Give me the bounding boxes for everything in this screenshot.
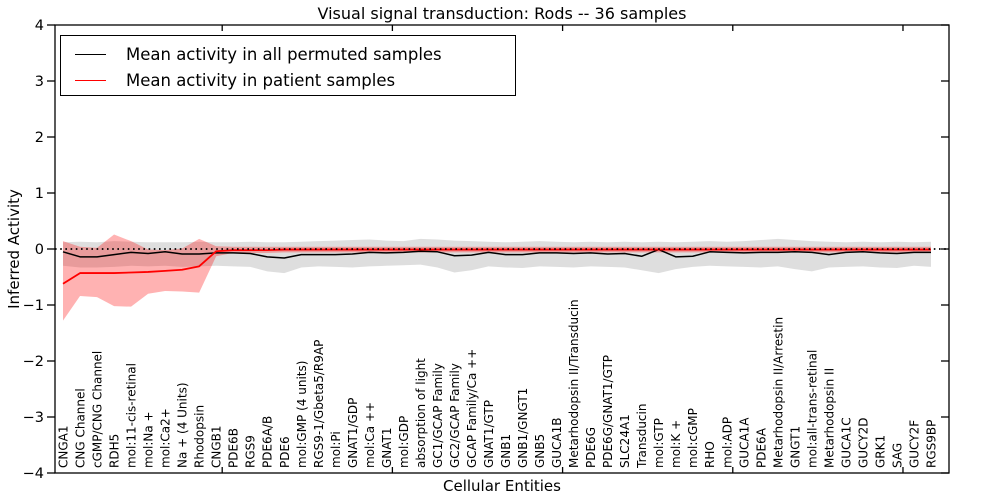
x-category-label: PDE6A/B (261, 416, 275, 468)
permuted-confidence-band (63, 238, 931, 274)
x-category-label: mol:all-trans-retinal (805, 350, 819, 468)
x-category-label: GRK1 (873, 435, 887, 468)
x-category-label: mol:GMP (4 units) (295, 361, 309, 468)
patient-confidence-band (63, 234, 931, 321)
x-category-label: mol:cGMP (686, 408, 700, 468)
legend-label-permuted: Mean activity in all permuted samples (126, 45, 442, 64)
y-tick-label: −4 (23, 466, 44, 482)
y-tick-label: 3 (35, 74, 44, 90)
x-category-label: Rhodopsin (193, 405, 207, 468)
x-category-label: CNG Channel (74, 388, 88, 468)
patient-line-swatch (75, 80, 106, 81)
permuted-line-swatch (75, 54, 106, 55)
y-tick-label: 2 (35, 130, 44, 146)
x-category-label: Metarhodopsin II (822, 368, 836, 468)
x-category-label: mol:Ca2+ (159, 408, 173, 468)
x-category-label: cGMP/CNG Channel (91, 351, 105, 468)
x-category-label: mol:Pi (329, 431, 343, 468)
x-category-label: GCAP Family/Ca ++ (465, 349, 479, 468)
legend-entry-patient: Mean activity in patient samples (61, 68, 515, 93)
x-category-label: GNAT1 (380, 427, 394, 468)
x-category-label: PDE6G/GNAT1/GTP (601, 355, 615, 468)
x-category-label: Metarhodopsin II/Transducin (567, 299, 581, 468)
x-category-label: GNB1 (499, 434, 513, 468)
permuted-mean-line (62, 248, 931, 259)
x-category-label: mol:GTP (652, 418, 666, 468)
x-category-label: PDE6G (584, 427, 598, 468)
x-category-label: mol:K + (669, 420, 683, 468)
x-category-label: RGS9 (244, 435, 258, 468)
x-category-label: CNGA1 (57, 426, 71, 469)
x-category-label: mol:Ca ++ (363, 402, 377, 468)
x-category-label: GC2/GCAP Family (448, 363, 462, 468)
y-tick-label: 4 (35, 18, 44, 34)
x-category-label: GNB1/GNGT1 (516, 388, 530, 468)
x-category-label: absorption of light (414, 358, 428, 468)
x-category-label: GNGT1 (788, 426, 802, 468)
x-category-label: GC1/GCAP Family (431, 363, 445, 468)
y-axis-label: Inferred Activity (5, 189, 23, 309)
x-category-label: GUCY2F (907, 420, 921, 468)
y-tick-label: −1 (23, 298, 44, 314)
x-axis-label: Cellular Entities (443, 477, 561, 495)
x-category-label: RGS9BP (925, 420, 939, 468)
x-category-label: GUCA1A (737, 417, 751, 468)
x-category-label: mol:GDP (397, 416, 411, 468)
y-tick-label: −3 (23, 410, 44, 426)
y-tick-label: 0 (35, 242, 44, 258)
x-category-label: PDE6B (227, 428, 241, 468)
x-category-label: RHO (703, 441, 717, 468)
chart-title: Visual signal transduction: Rods -- 36 s… (317, 4, 687, 23)
legend-entry-permuted: Mean activity in all permuted samples (61, 42, 515, 67)
x-category-label: CNGB1 (210, 425, 224, 468)
y-tick-label: 1 (35, 186, 44, 202)
x-category-label: GNAT1/GDP (346, 398, 360, 468)
legend-box: Mean activity in all permuted samples Me… (60, 35, 516, 96)
x-category-label: GUCY2D (856, 418, 870, 468)
x-category-label: Na + (4 Units) (176, 382, 190, 468)
x-category-label: PDE6 (278, 436, 292, 468)
x-category-label: mol:ADP (720, 417, 734, 468)
legend-label-patient: Mean activity in patient samples (126, 71, 396, 90)
x-category-label: SAG (890, 443, 904, 468)
x-category-label: GNB5 (533, 434, 547, 468)
x-category-label: RGS9-1/Gbeta5/R9AP (312, 340, 326, 468)
y-tick-label: −2 (23, 354, 44, 370)
x-category-label: mol:Na + (142, 411, 156, 468)
x-category-label: mol:11-cis-retinal (125, 363, 139, 468)
x-category-label: GUCA1B (550, 417, 564, 468)
x-category-label: Transducin (635, 404, 649, 469)
x-category-label: Metarhodopsin II/Arrestin (771, 317, 785, 468)
x-category-label: GNAT1/GTP (482, 400, 496, 468)
x-category-label: PDE6A (754, 427, 768, 468)
x-category-label: GUCA1C (839, 417, 853, 468)
x-category-label: RDH5 (108, 434, 122, 468)
x-category-label: SLC24A1 (618, 414, 632, 468)
